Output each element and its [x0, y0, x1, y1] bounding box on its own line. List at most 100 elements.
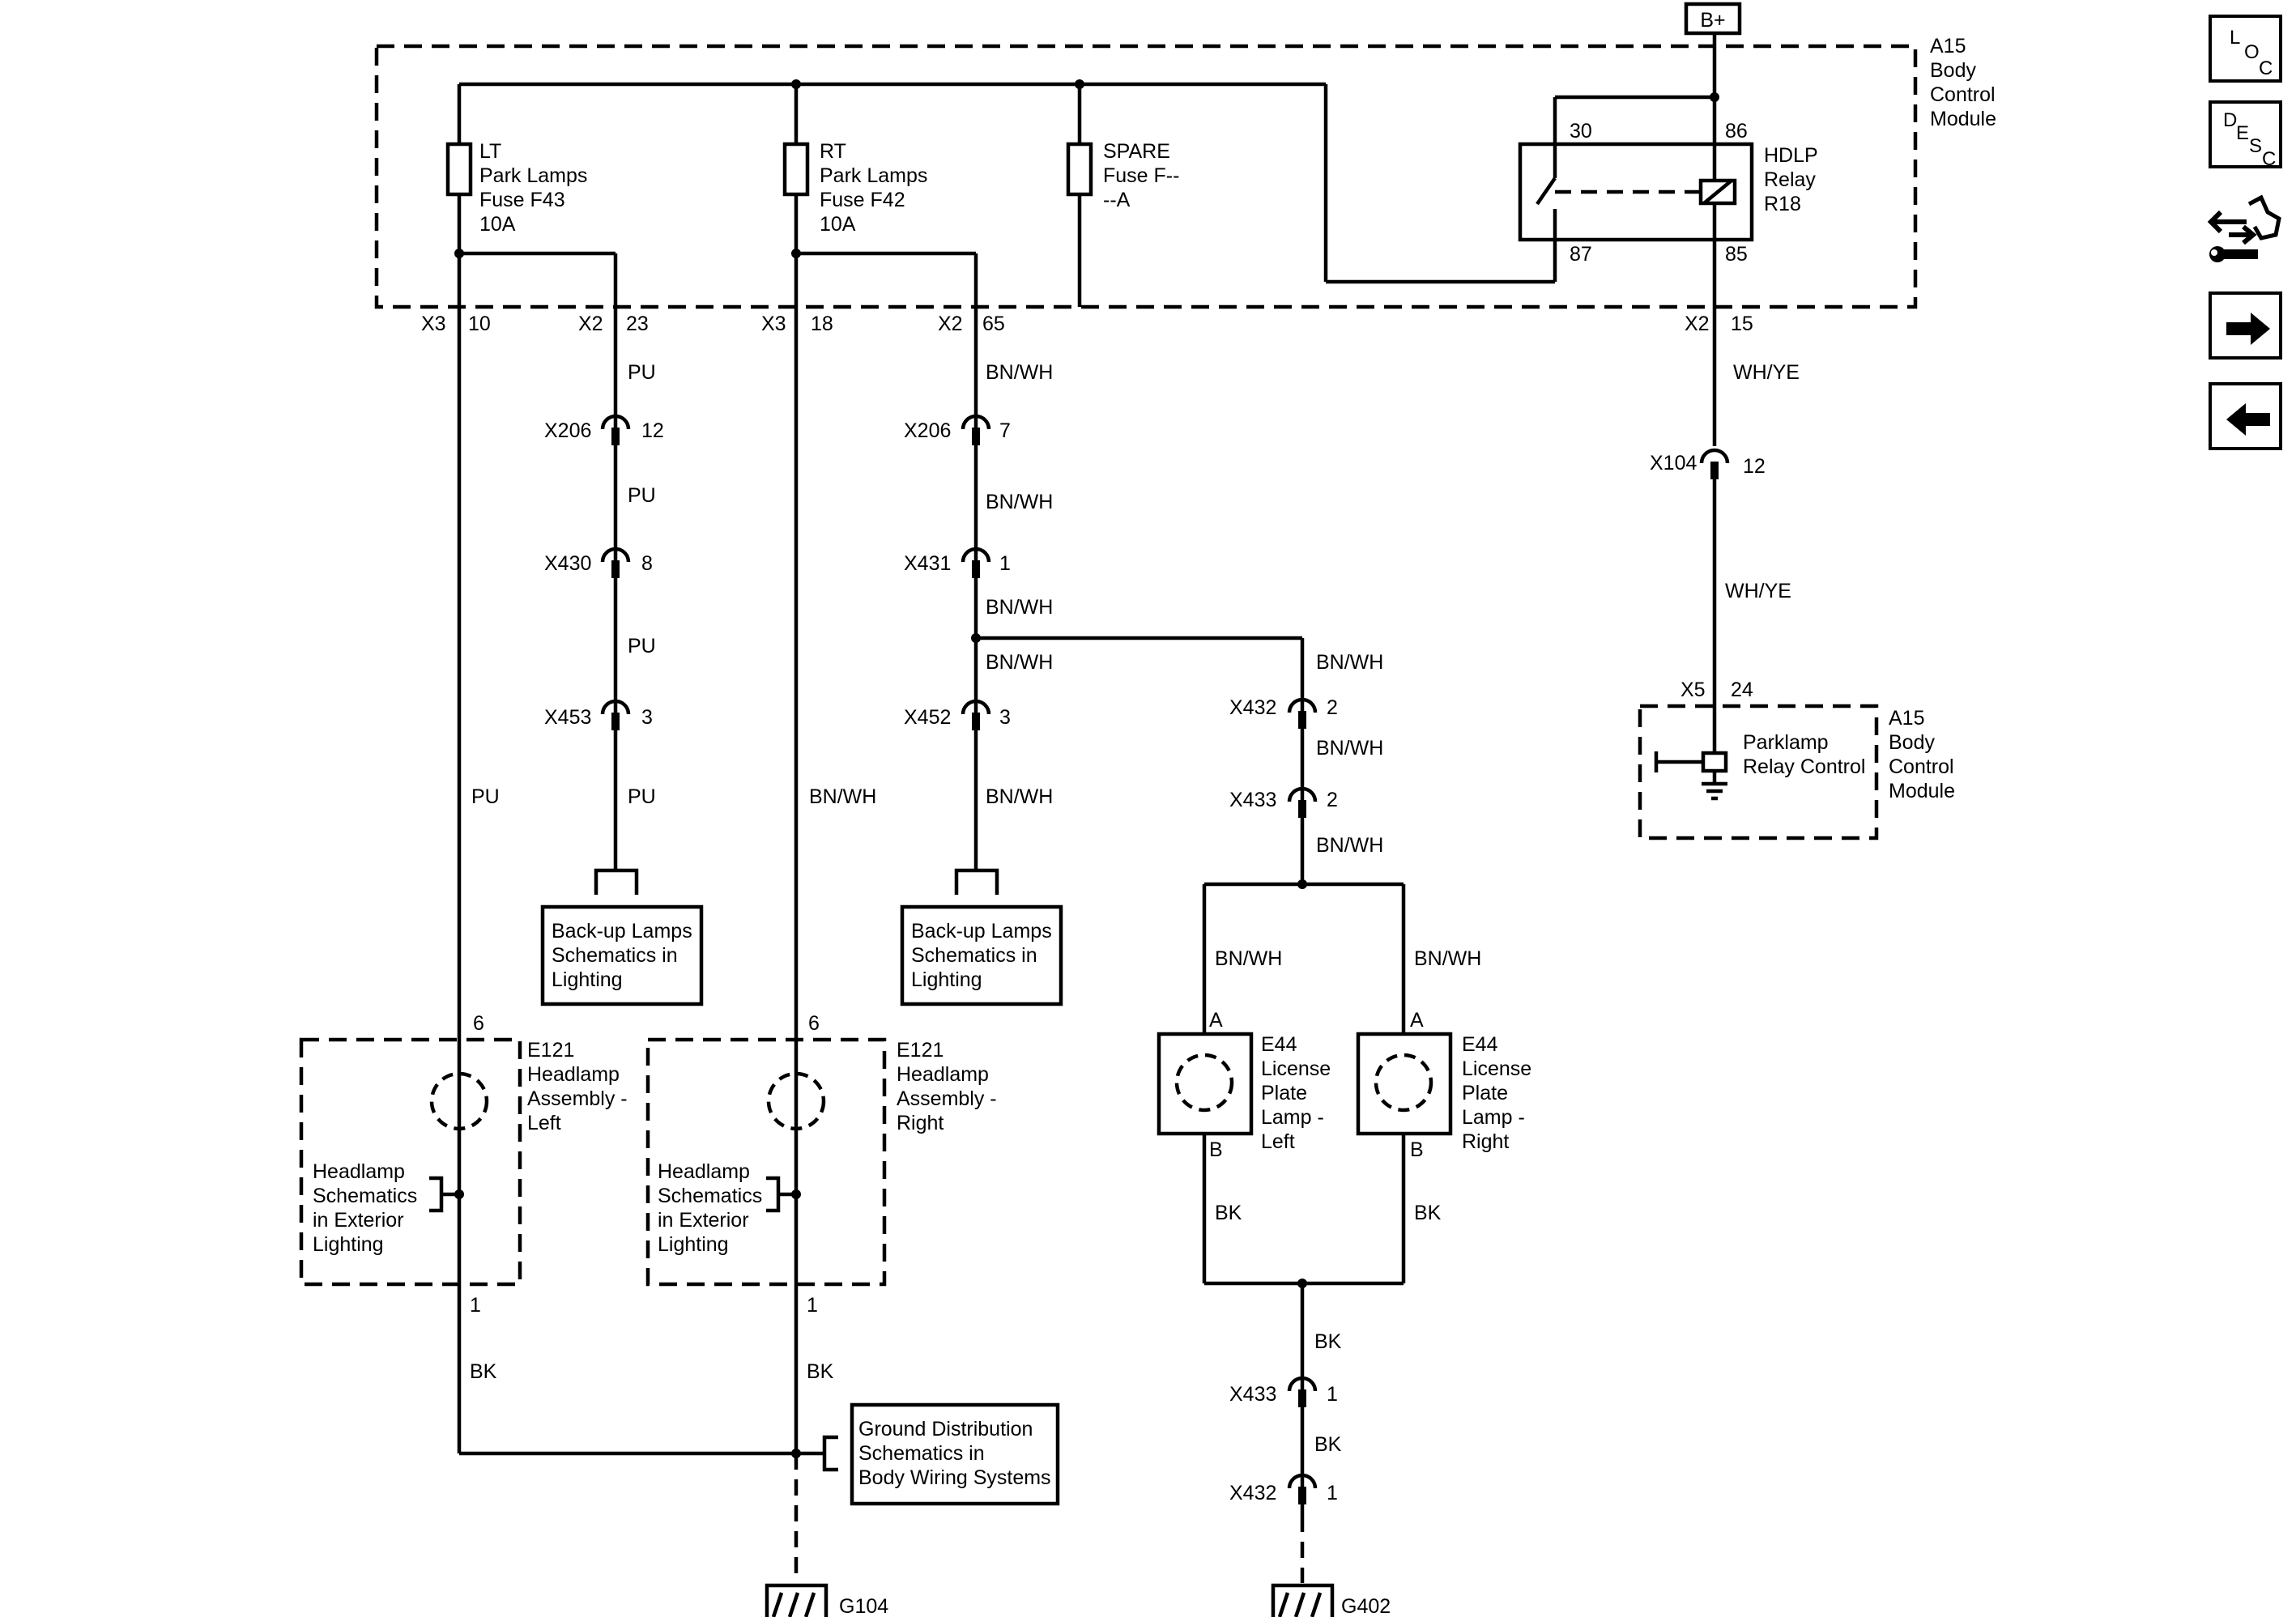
svg-text:Headlamp: Headlamp [313, 1160, 405, 1183]
svg-text:Body: Body [1930, 59, 1976, 82]
svg-text:Headlamp: Headlamp [658, 1160, 750, 1183]
arrow-left-icon [2226, 403, 2270, 436]
back-button[interactable] [2209, 382, 2282, 450]
svg-text:SPARE: SPARE [1103, 140, 1170, 163]
svg-text:License: License [1462, 1057, 1531, 1080]
svg-text:1: 1 [999, 552, 1011, 575]
svg-text:Schematics: Schematics [313, 1185, 417, 1207]
svg-text:Module: Module [1930, 108, 1996, 130]
svg-text:BN/WH: BN/WH [1316, 737, 1383, 760]
svg-text:License: License [1261, 1057, 1331, 1080]
svg-text:BN/WH: BN/WH [809, 785, 876, 808]
svg-text:3: 3 [999, 706, 1011, 729]
svg-text:Assembly -: Assembly - [527, 1087, 628, 1110]
svg-text:Headlamp: Headlamp [527, 1063, 620, 1086]
svg-text:Module: Module [1889, 780, 1955, 802]
svg-text:E121: E121 [897, 1039, 944, 1062]
arrow-right-icon [2226, 313, 2270, 345]
next-button[interactable] [2209, 291, 2282, 360]
svg-text:1: 1 [1327, 1383, 1338, 1406]
backup-lamps-ref-left [540, 904, 704, 1006]
location-button[interactable]: L O C [2209, 15, 2282, 83]
svg-text:S: S [2249, 135, 2262, 157]
svg-text:6: 6 [473, 1012, 484, 1035]
svg-text:L: L [2230, 27, 2240, 49]
connector-x431-1: X431 1 [904, 547, 1011, 578]
bcm-bottom-boundary [1638, 704, 1879, 840]
svg-text:Right: Right [1462, 1130, 1509, 1153]
svg-text:24: 24 [1731, 679, 1753, 701]
svg-text:15: 15 [1731, 313, 1753, 335]
svg-text:Fuse F42: Fuse F42 [820, 189, 905, 211]
svg-text:Left: Left [527, 1112, 561, 1134]
svg-text:PU: PU [628, 785, 656, 808]
svg-text:65: 65 [982, 313, 1005, 335]
svg-text:PU: PU [628, 484, 656, 507]
bcm-top-label: A15 Body Control Module [1930, 35, 1996, 130]
svg-text:Lamp -: Lamp - [1462, 1106, 1525, 1129]
svg-text:PU: PU [471, 785, 500, 808]
svg-text:G402: G402 [1341, 1595, 1391, 1617]
connector-x452-3: X452 3 [904, 699, 1011, 730]
svg-text:X433: X433 [1229, 1383, 1276, 1406]
svg-text:Schematics in: Schematics in [552, 944, 678, 967]
svg-text:Fuse F43: Fuse F43 [479, 189, 565, 211]
headlamp-left-boundary [299, 1037, 522, 1287]
connector-tool-icon[interactable] [2204, 188, 2285, 277]
svg-text:BK: BK [807, 1360, 834, 1383]
svg-text:2: 2 [1327, 696, 1338, 719]
svg-text:E44: E44 [1261, 1033, 1297, 1056]
svg-text:BK: BK [1215, 1202, 1242, 1224]
svg-text:Lamp -: Lamp - [1261, 1106, 1324, 1129]
bplus-label: B+ [1700, 9, 1725, 32]
svg-text:86: 86 [1725, 120, 1748, 143]
headlamp-right-boundary [645, 1037, 887, 1287]
svg-text:10: 10 [468, 313, 491, 335]
fuse-f42-label: RT Park Lamps Fuse F42 10A [820, 140, 927, 236]
svg-text:R18: R18 [1764, 193, 1801, 215]
svg-text:X104: X104 [1650, 452, 1697, 474]
svg-text:PU: PU [628, 635, 656, 657]
svg-text:23: 23 [626, 313, 649, 335]
svg-text:7: 7 [999, 419, 1011, 442]
svg-text:Control: Control [1930, 83, 1996, 106]
svg-text:BN/WH: BN/WH [986, 361, 1053, 384]
svg-text:C: C [2259, 57, 2273, 79]
description-button[interactable]: D E S C [2209, 100, 2282, 170]
license-lamp-right [1356, 1032, 1453, 1136]
svg-text:Lighting: Lighting [313, 1233, 384, 1256]
svg-text:Left: Left [1261, 1130, 1295, 1153]
connector-x104-12: X104 12 [1650, 448, 1766, 479]
svg-text:in Exterior: in Exterior [313, 1209, 404, 1232]
fuse-spare [1066, 142, 1093, 197]
svg-text:D: D [2223, 109, 2237, 131]
svg-text:Parklamp: Parklamp [1743, 731, 1829, 754]
svg-text:12: 12 [1743, 455, 1766, 478]
svg-text:BN/WH: BN/WH [1215, 947, 1282, 970]
connector-x453-3: X453 3 [544, 699, 653, 730]
license-lamp-left [1157, 1032, 1254, 1136]
svg-text:3: 3 [641, 706, 653, 729]
svg-text:1: 1 [470, 1294, 481, 1317]
svg-text:Park Lamps: Park Lamps [479, 164, 587, 187]
connector-x433-2: X433 2 [1229, 786, 1338, 818]
fuse-f43-label: LT Park Lamps Fuse F43 10A [479, 140, 587, 236]
relay-switch-contact [1536, 177, 1557, 206]
svg-text:X432: X432 [1229, 1482, 1276, 1504]
svg-text:X5: X5 [1680, 679, 1706, 701]
license-lamp-left-label: E44 License Plate Lamp - Left [1261, 1033, 1331, 1153]
connector-x432-1: X432 1 [1229, 1473, 1338, 1504]
svg-text:Lighting: Lighting [552, 968, 623, 991]
svg-text:O: O [2244, 41, 2260, 63]
svg-text:Back-up Lamps: Back-up Lamps [911, 920, 1052, 943]
ground-g402: G402 [1271, 1583, 1391, 1617]
svg-text:BN/WH: BN/WH [986, 785, 1053, 808]
svg-text:WH/YE: WH/YE [1733, 361, 1800, 384]
svg-text:Back-up Lamps: Back-up Lamps [552, 920, 692, 943]
svg-text:Assembly -: Assembly - [897, 1087, 997, 1110]
svg-text:Relay Control: Relay Control [1743, 755, 1865, 778]
svg-text:X453: X453 [544, 706, 591, 729]
svg-text:Lighting: Lighting [658, 1233, 729, 1256]
svg-text:BN/WH: BN/WH [1316, 651, 1383, 674]
